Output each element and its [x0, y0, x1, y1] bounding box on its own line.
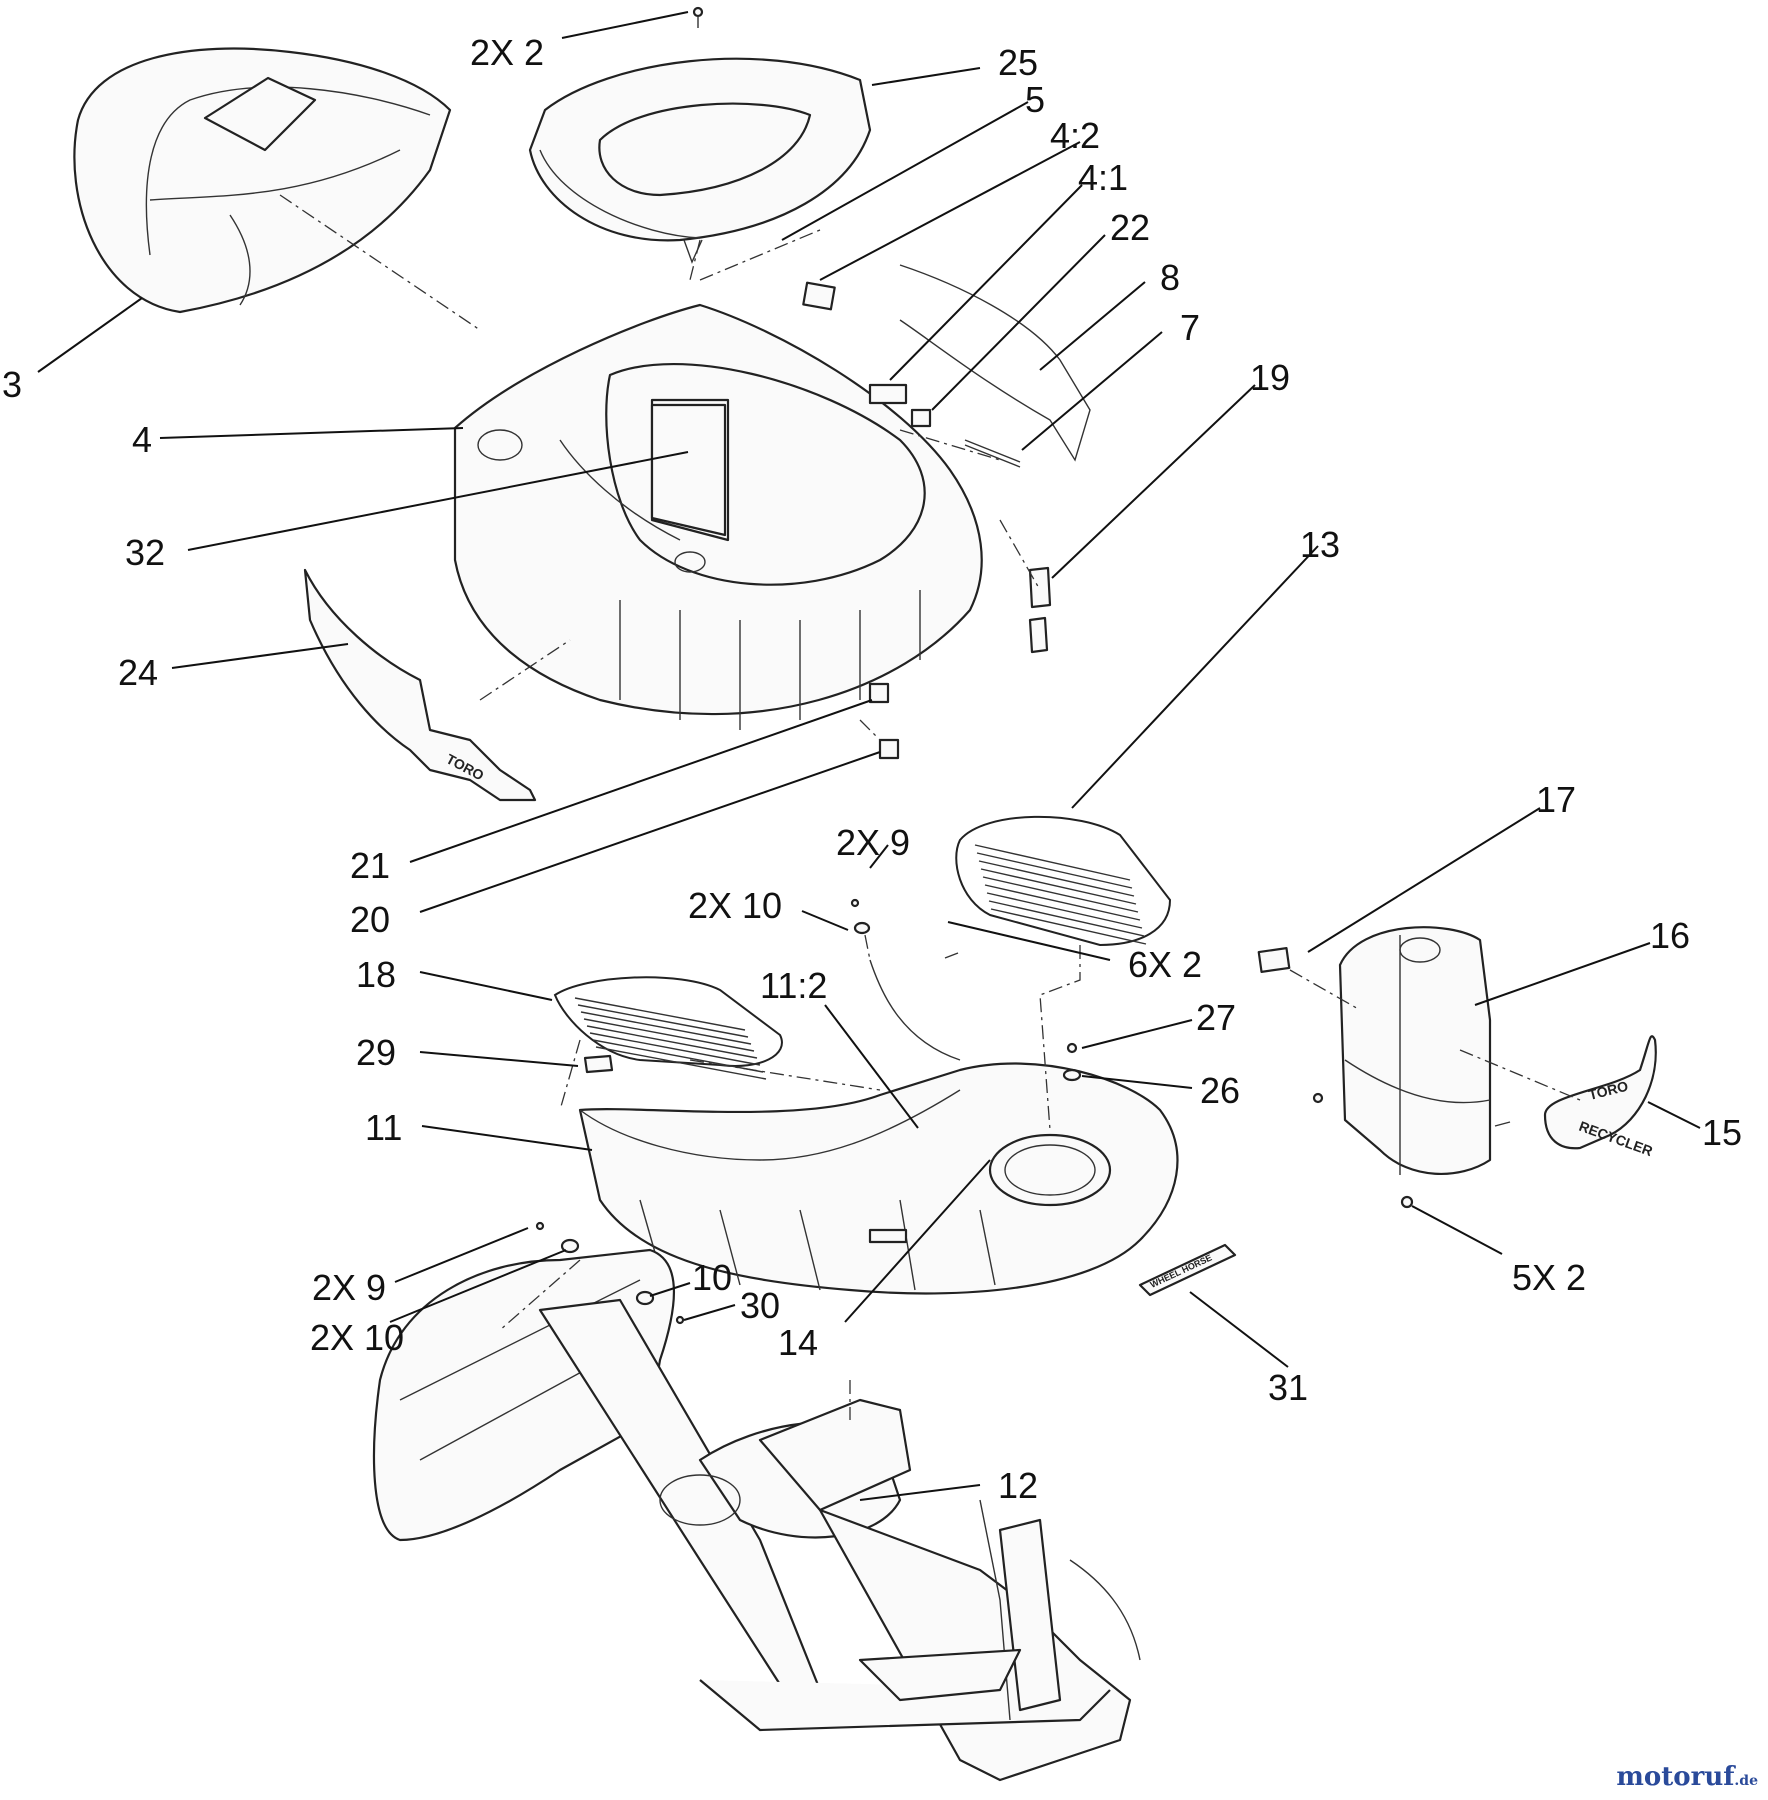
recycler-plug-part-15: TORO RECYCLER	[1543, 1035, 1657, 1159]
watermark: motoruf.de	[1616, 1762, 1758, 1792]
grate-slat	[586, 1025, 758, 1059]
callout-6x2: 6X 2	[1128, 944, 1202, 985]
strip-part-8	[899, 264, 1091, 462]
callout-13: 13	[1300, 524, 1340, 565]
callout-12: 12	[998, 1465, 1038, 1506]
callout-2x10-low: 2X 10	[310, 1317, 404, 1358]
decal-part-19b	[1028, 616, 1049, 654]
grate-slat	[988, 900, 1145, 937]
callout-10: 10	[692, 1257, 732, 1298]
callout-18: 18	[356, 954, 396, 995]
callout-16: 16	[1650, 915, 1690, 956]
grate-slat	[589, 1032, 761, 1066]
grate-slat	[980, 868, 1137, 905]
callout-7: 7	[1180, 307, 1200, 348]
grate-slat	[595, 1046, 767, 1080]
frame-part-12	[372, 1248, 1141, 1782]
footrest-grate-part-18	[553, 976, 783, 1080]
seat-part-3	[73, 47, 452, 314]
callout-21: 21	[350, 845, 390, 886]
strip-part-7	[964, 439, 1021, 468]
grate-slat	[577, 1004, 749, 1038]
callout-11: 11	[365, 1107, 402, 1148]
decal-part-22	[910, 408, 932, 428]
grate-slat	[990, 908, 1147, 945]
grate-slat	[978, 860, 1135, 897]
hardware-bolts	[535, 6, 1511, 1325]
watermark-main: motoruf	[1616, 1762, 1735, 1792]
decal-part-20	[878, 738, 900, 760]
callout-32: 32	[125, 532, 165, 573]
grate-slat	[976, 852, 1133, 889]
callout-31: 31	[1268, 1367, 1308, 1408]
callout-8: 8	[1160, 257, 1180, 298]
callout-27: 27	[1196, 997, 1236, 1038]
nameplate-text: WHEEL HORSE	[1149, 1253, 1214, 1290]
callout-24: 24	[118, 652, 158, 693]
nameplate-part-31: WHEEL HORSE	[1138, 1243, 1237, 1297]
callout-2x9-mid: 2X 9	[836, 822, 910, 863]
grate-slat	[592, 1039, 764, 1073]
callout-20: 20	[350, 899, 390, 940]
callout-19: 19	[1250, 357, 1290, 398]
callout-29: 29	[356, 1032, 396, 1073]
callout-15: 15	[1702, 1112, 1742, 1153]
callout-17: 17	[1536, 779, 1576, 820]
footrest-grate-part-13	[955, 815, 1172, 947]
chute-part-16	[1338, 926, 1492, 1175]
callout-labels: 2X 2 25 5 4:2 4:1 22 8 7 19 3 4 32 24 13…	[2, 32, 1742, 1506]
grate-slat	[982, 876, 1139, 913]
callout-2x9-low: 2X 9	[312, 1267, 386, 1308]
callout-26: 26	[1200, 1070, 1240, 1111]
phantom-lines	[279, 194, 1581, 1420]
callout-30: 30	[740, 1285, 780, 1326]
callout-4-2: 4:2	[1050, 115, 1100, 156]
grate-slat	[583, 1018, 755, 1052]
callout-11-2: 11:2	[760, 965, 827, 1006]
decal-part-19	[1028, 566, 1052, 609]
watermark-suffix: .de	[1734, 1773, 1758, 1789]
callout-2x10-mid: 2X 10	[688, 885, 782, 926]
decal-part-21	[868, 682, 890, 704]
callout-14: 14	[778, 1322, 818, 1363]
callout-4: 4	[132, 419, 152, 460]
grate-slat	[974, 844, 1131, 881]
callout-2x2-top: 2X 2	[470, 32, 544, 73]
footrest-tray-part-11	[578, 959, 1179, 1295]
grate-slat	[984, 884, 1141, 921]
grate-slat	[574, 997, 746, 1031]
cover-part-25	[528, 57, 872, 264]
callout-3: 3	[2, 364, 22, 405]
decal-part-4-1	[868, 383, 908, 405]
plate-part-32	[650, 403, 727, 537]
callout-22: 22	[1110, 207, 1150, 248]
callout-4-1: 4:1	[1078, 157, 1128, 198]
callout-5: 5	[1025, 79, 1045, 120]
callout-5x2: 5X 2	[1512, 1257, 1586, 1298]
grate-slat	[986, 892, 1143, 929]
decal-part-17	[1257, 947, 1291, 973]
callout-25: 25	[998, 42, 1038, 83]
grate-slat	[580, 1011, 752, 1045]
decal-part-4-2	[802, 281, 836, 311]
leader-lines	[37, 11, 1701, 1501]
decal-part-29	[583, 1054, 614, 1074]
